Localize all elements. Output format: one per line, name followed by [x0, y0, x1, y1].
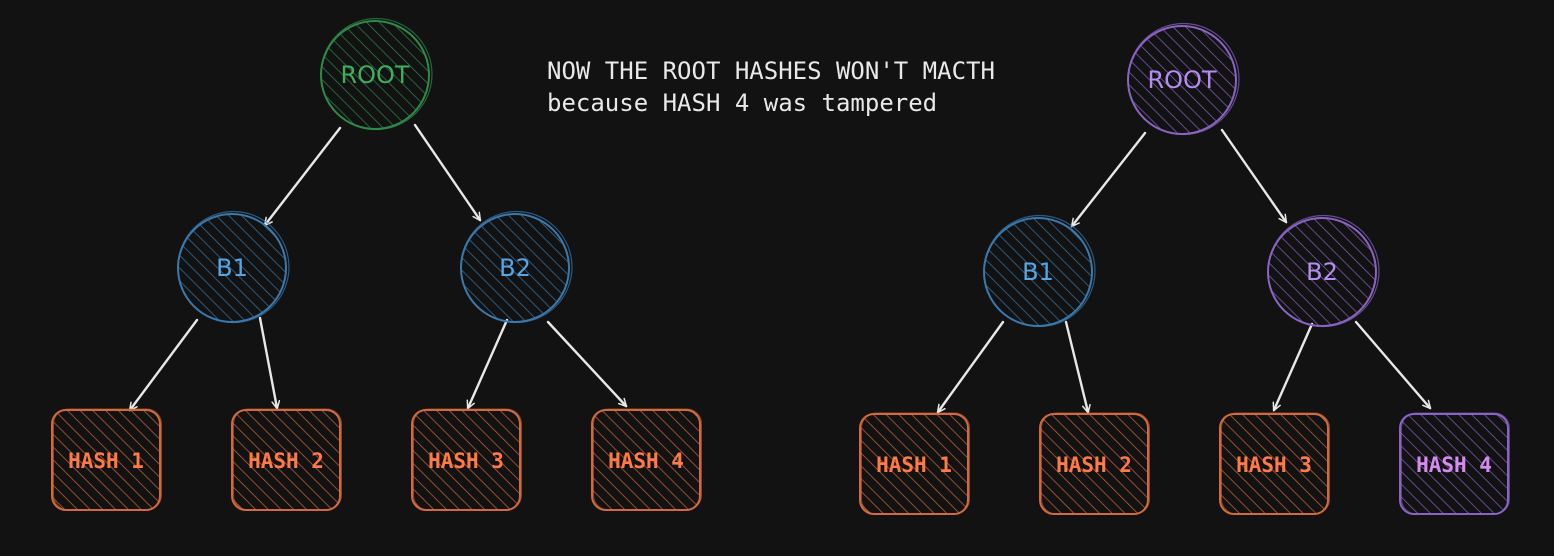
original-arrow-3	[128, 318, 199, 412]
original-b2-node-label: B2	[499, 254, 531, 282]
tampered-leaf-hash-4-label: HASH 4	[1416, 453, 1492, 477]
original-arrow-1	[263, 126, 342, 227]
tampered-leaf-hash-1-label: HASH 1	[876, 453, 952, 477]
tampered-leaf-hash-3-label: HASH 3	[1236, 453, 1312, 477]
original-leaf-hash-3: HASH 3	[411, 408, 522, 511]
original-leaf-hash-2: HASH 2	[231, 408, 342, 511]
original-root-node: ROOT	[320, 17, 433, 131]
tampered-b2-node: B2	[1267, 214, 1380, 328]
note-line-1: NOW THE ROOT HASHES WON'T MACTH	[547, 57, 995, 85]
tampered-leaf-hash-3: HASH 3	[1219, 412, 1330, 515]
original-leaf-hash-1: HASH 1	[51, 408, 162, 511]
original-arrow-6	[546, 320, 628, 408]
tampered-root-node: ROOT	[1127, 22, 1240, 136]
tampered-leaf-hash-2: HASH 2	[1039, 412, 1150, 515]
original-leaf-hash-4-label: HASH 4	[608, 449, 684, 473]
tampered-arrow-3	[936, 320, 1005, 414]
tampered-b1-node: B1	[983, 214, 1096, 328]
original-root-node-label: ROOT	[340, 61, 409, 89]
tampered-leaf-hash-1: HASH 1	[859, 412, 970, 515]
original-b2-node: B2	[460, 210, 573, 324]
original-leaf-hash-2-label: HASH 2	[248, 449, 324, 473]
note-text: NOW THE ROOT HASHES WON'T MACTH because H…	[547, 55, 995, 119]
tampered-leaf-hash-4: HASH 4	[1399, 412, 1510, 515]
tampered-b1-node-label: B1	[1022, 258, 1054, 286]
tampered-arrow-2	[1220, 128, 1288, 224]
tampered-leaf-hash-2-label: HASH 2	[1056, 453, 1132, 477]
tampered-arrow-5	[1272, 322, 1314, 412]
tampered-arrow-6	[1354, 320, 1432, 410]
original-arrow-4	[258, 316, 281, 410]
original-leaf-hash-1-label: HASH 1	[68, 449, 144, 473]
tampered-root-node-label: ROOT	[1147, 66, 1216, 94]
original-arrow-5	[466, 318, 509, 410]
original-leaf-hash-4: HASH 4	[591, 408, 702, 511]
original-arrow-2	[413, 123, 482, 222]
original-leaf-hash-3-label: HASH 3	[428, 449, 504, 473]
note-line-2: because HASH 4 was tampered	[547, 89, 938, 117]
tampered-arrow-1	[1070, 131, 1147, 228]
original-b1-node: B1	[177, 210, 290, 324]
tampered-b2-node-label: B2	[1306, 258, 1338, 286]
tampered-arrow-4	[1064, 320, 1091, 414]
original-b1-node-label: B1	[216, 254, 248, 282]
